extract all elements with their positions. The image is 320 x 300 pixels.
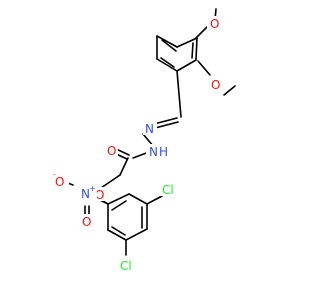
atom-chlorine: Cl — [120, 259, 132, 273]
atom-oxygen: O — [210, 17, 219, 31]
imine-double-bond — [153, 117, 178, 125]
ring1-inner-bond — [191, 42, 194, 59]
chain-bond — [119, 157, 129, 176]
atom-labels: O O N N H O O N + O - O Cl Cl — [51, 16, 222, 273]
methoxy-bond — [197, 60, 211, 76]
atom-nitrogen: N — [81, 187, 90, 201]
ring1-bond — [176, 59, 197, 72]
methoxy-bond — [223, 85, 236, 96]
ring2-bond — [107, 229, 127, 241]
imine-double-bond — [154, 121, 179, 129]
ring1-bond — [176, 37, 198, 48]
ring2-bond — [107, 193, 130, 205]
ring2-bond — [125, 228, 148, 241]
nitro-positive-charge: + — [89, 184, 96, 193]
chloro-bond — [146, 195, 163, 205]
atom-oxygen: O — [211, 78, 220, 92]
ring1-bond — [156, 35, 178, 48]
atom-nitrogen: N — [149, 145, 158, 159]
atom-oxygen: O — [82, 215, 91, 229]
ring2-inner-bond — [111, 226, 126, 236]
ring2-inner-bond — [111, 200, 127, 211]
atom-chlorine: Cl — [162, 183, 174, 197]
atom-oxygen: O — [95, 188, 104, 202]
ring1-inner-bond — [161, 39, 177, 52]
vinyl-bond — [176, 70, 182, 118]
molecule-structure: O O N N H O O N + O - O Cl Cl — [51, 8, 236, 273]
methoxy-bond — [195, 26, 208, 39]
ether-bond — [100, 174, 121, 189]
ring1-bond — [156, 58, 178, 72]
atom-oxygen: O — [55, 175, 64, 189]
atom-nitrogen: N — [145, 122, 154, 136]
nitro-negative-charge: - — [53, 170, 56, 179]
ring1-inner-bond — [160, 57, 175, 68]
atom-oxygen: O — [107, 144, 116, 158]
ring2-bond — [128, 193, 148, 205]
ring1-bond — [195, 37, 198, 61]
atom-hydrogen: H — [159, 145, 168, 159]
